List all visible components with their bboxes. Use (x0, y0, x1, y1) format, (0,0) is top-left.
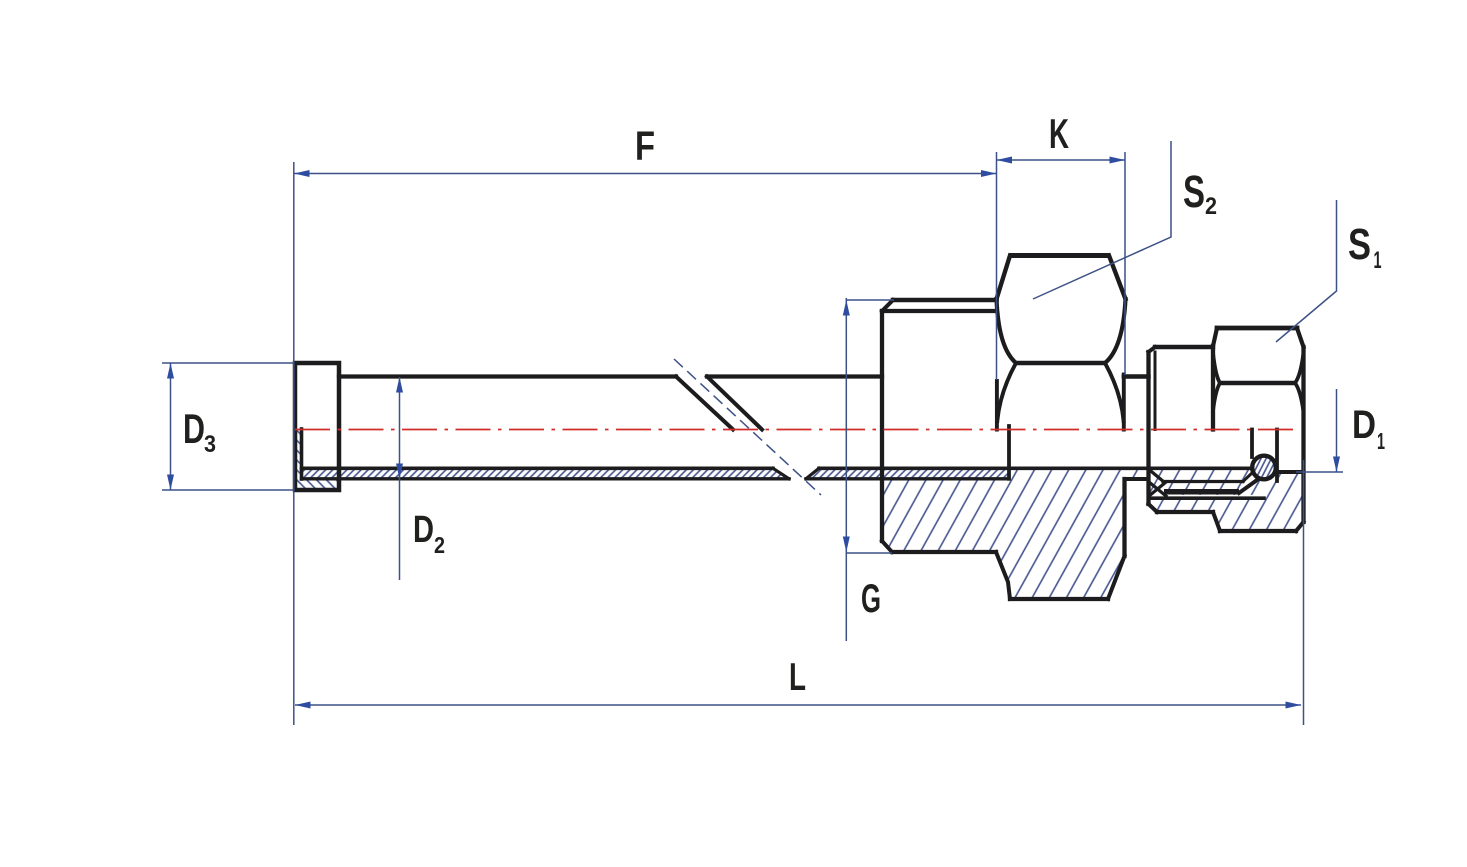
svg-text:1: 1 (1377, 428, 1385, 454)
svg-text:D: D (413, 509, 434, 551)
svg-text:G: G (861, 577, 881, 621)
svg-text:F: F (635, 123, 655, 169)
svg-text:2: 2 (1205, 193, 1217, 220)
svg-text:D: D (183, 405, 205, 452)
svg-text:3: 3 (204, 431, 216, 458)
svg-text:S: S (1348, 220, 1371, 269)
svg-text:D: D (1352, 403, 1376, 447)
svg-text:1: 1 (1374, 247, 1382, 274)
svg-text:S: S (1183, 166, 1205, 217)
svg-text:K: K (1049, 110, 1069, 157)
svg-text:L: L (789, 656, 806, 699)
svg-text:2: 2 (434, 532, 445, 558)
